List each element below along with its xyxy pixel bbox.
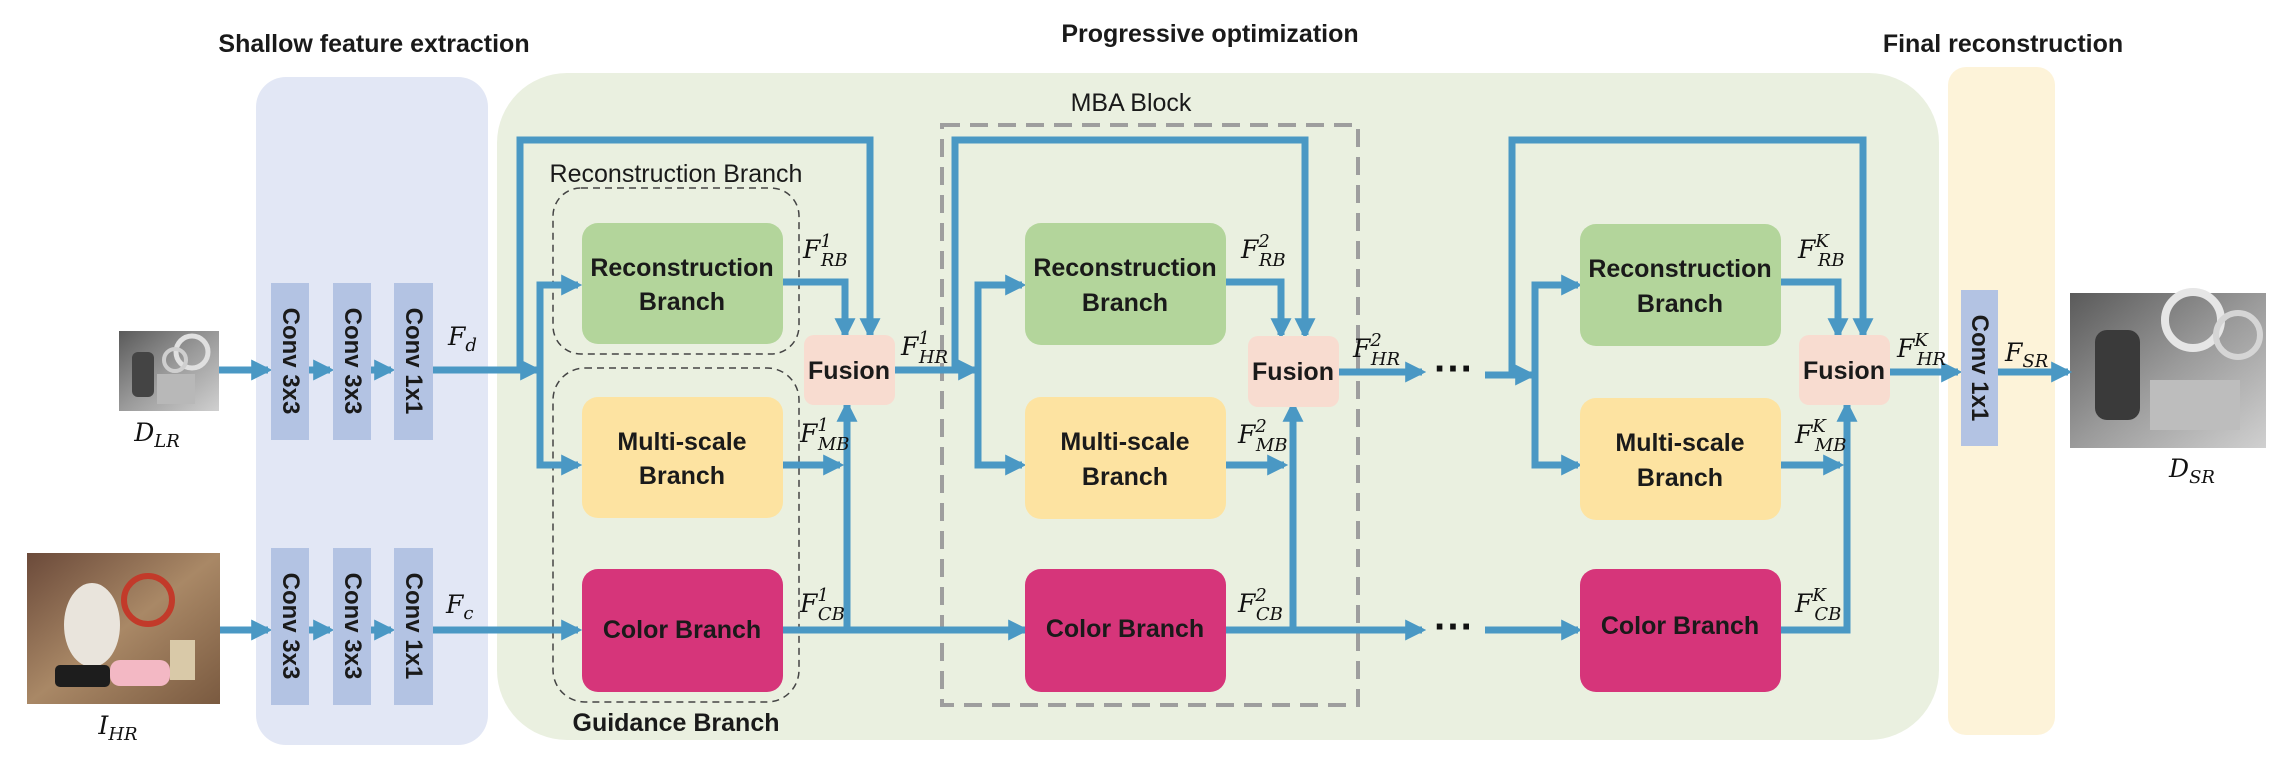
svg-text:Fusion: Fusion (1252, 358, 1334, 386)
block2-fusion: Fusion (1248, 336, 1339, 407)
svg-text:Multi-scale: Multi-scale (1615, 429, 1744, 457)
blockk-color-branch: Color Branch (1580, 569, 1781, 692)
svg-text:Branch: Branch (1637, 464, 1723, 492)
svg-text:Conv 1x1: Conv 1x1 (400, 573, 427, 680)
label-i-hr: IHR (97, 711, 137, 745)
svg-text:Color Branch: Color Branch (603, 616, 761, 644)
svg-text:Multi-scale: Multi-scale (617, 428, 746, 456)
depth-lr-image (119, 331, 219, 411)
svg-text:Color Branch: Color Branch (1601, 612, 1759, 640)
mba-block-boundary (940, 123, 1360, 707)
svg-text:Branch: Branch (639, 462, 725, 490)
svg-text:Conv 3x3: Conv 3x3 (339, 308, 366, 415)
block2-color-branch: Color Branch (1025, 569, 1226, 692)
svg-text:Reconstruction: Reconstruction (1588, 255, 1771, 283)
svg-text:Conv 1x1: Conv 1x1 (1966, 315, 1993, 422)
label-d-lr: DLR (133, 418, 180, 452)
block1-reconstruction-branch: Reconstruction Branch (582, 223, 783, 344)
depth-conv-1x1: Conv 1x1 (394, 283, 433, 440)
color-hr-image (27, 553, 220, 704)
svg-text:Conv 1x1: Conv 1x1 (400, 308, 427, 415)
mba-block-title: MBA Block (1071, 89, 1192, 117)
label-d-sr: DSR (2168, 454, 2215, 488)
svg-text:Fusion: Fusion (808, 357, 890, 385)
svg-text:Multi-scale: Multi-scale (1060, 428, 1189, 456)
blockk-reconstruction-branch: Reconstruction Branch (1580, 224, 1781, 346)
ellipsis-top: ··· (1434, 347, 1474, 391)
final-conv-1x1: Conv 1x1 (1961, 290, 1998, 446)
block1-fusion: Fusion (804, 335, 895, 405)
guidance-group-outline (552, 367, 800, 703)
color-conv-3x3-a: Conv 3x3 (271, 548, 309, 705)
block1-multiscale-branch: Multi-scale Branch (582, 397, 783, 518)
svg-text:Branch: Branch (1637, 290, 1723, 318)
final-stage-panel (1948, 67, 2055, 735)
ellipsis-bottom: ··· (1434, 605, 1474, 649)
reconstruction-group-label: Reconstruction Branch (550, 160, 803, 188)
svg-text:Branch: Branch (639, 288, 725, 316)
flow-connectors (219, 136, 2073, 641)
blockk-fusion: Fusion (1799, 335, 1890, 405)
svg-text:Conv 3x3: Conv 3x3 (277, 308, 304, 415)
svg-text:Color Branch: Color Branch (1046, 615, 1204, 643)
progressive-title: Progressive optimization (1061, 20, 1358, 48)
label-f-d: Fd (447, 322, 477, 356)
block2-multiscale-branch: Multi-scale Branch (1025, 397, 1226, 519)
svg-text:Branch: Branch (1082, 463, 1168, 491)
svg-text:Fusion: Fusion (1803, 357, 1885, 385)
reconstruction-group-outline (552, 187, 800, 355)
svg-text:Branch: Branch (1082, 289, 1168, 317)
svg-text:Conv 3x3: Conv 3x3 (277, 573, 304, 680)
final-title: Final reconstruction (1883, 30, 2123, 58)
color-conv-1x1: Conv 1x1 (394, 548, 433, 705)
label-f-c: Fc (445, 590, 473, 624)
blockk-multiscale-branch: Multi-scale Branch (1580, 398, 1781, 520)
depth-sr-image (2070, 288, 2266, 448)
label-f-sr: FSR (2004, 338, 2048, 372)
depth-conv-3x3-a: Conv 3x3 (271, 283, 309, 440)
svg-text:Reconstruction: Reconstruction (590, 254, 773, 282)
depth-conv-3x3-b: Conv 3x3 (333, 283, 371, 440)
block2-reconstruction-branch: Reconstruction Branch (1025, 223, 1226, 345)
shallow-title: Shallow feature extraction (218, 30, 529, 58)
svg-text:Reconstruction: Reconstruction (1033, 254, 1216, 282)
block1-color-branch: Color Branch (582, 569, 783, 692)
color-conv-3x3-b: Conv 3x3 (333, 548, 371, 705)
svg-text:Conv 3x3: Conv 3x3 (339, 573, 366, 680)
guidance-group-label: Guidance Branch (573, 709, 780, 737)
